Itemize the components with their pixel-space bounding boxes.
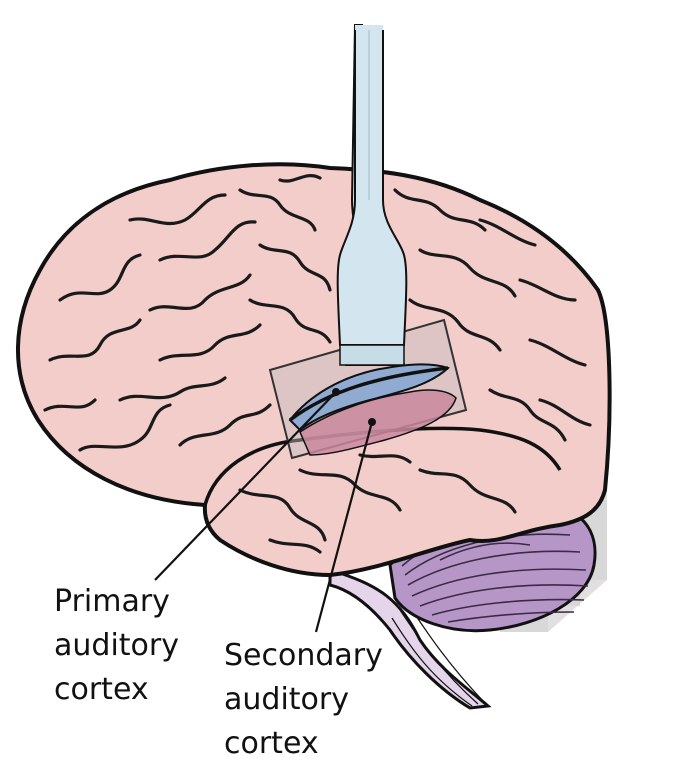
brainstem bbox=[328, 567, 492, 710]
primary-leader-line bbox=[154, 391, 337, 581]
secondary-auditory-region bbox=[299, 389, 457, 456]
primary-label-line-3: cortex bbox=[54, 672, 149, 707]
primary-label-line-1: Primary bbox=[54, 584, 170, 619]
secondary-leader-line bbox=[314, 421, 374, 633]
primary-label-line-2: auditory bbox=[54, 628, 179, 663]
leader-lines bbox=[154, 391, 374, 633]
cerebrum bbox=[16, 162, 612, 578]
secondary-label-line-1: Secondary bbox=[224, 638, 383, 673]
secondary-leader-dot bbox=[368, 418, 376, 426]
secondary-label-line-2: auditory bbox=[224, 682, 349, 717]
electrode-probe-icon bbox=[336, 24, 408, 366]
secondary-label-line-3: cortex bbox=[224, 726, 319, 761]
primary-leader-dot bbox=[332, 388, 340, 396]
secondary-auditory-cortex-label: Secondary auditory cortex bbox=[224, 634, 383, 766]
auditory-highlight bbox=[268, 318, 468, 460]
sulci bbox=[43, 174, 592, 554]
primary-auditory-cortex-label: Primary auditory cortex bbox=[54, 580, 179, 712]
